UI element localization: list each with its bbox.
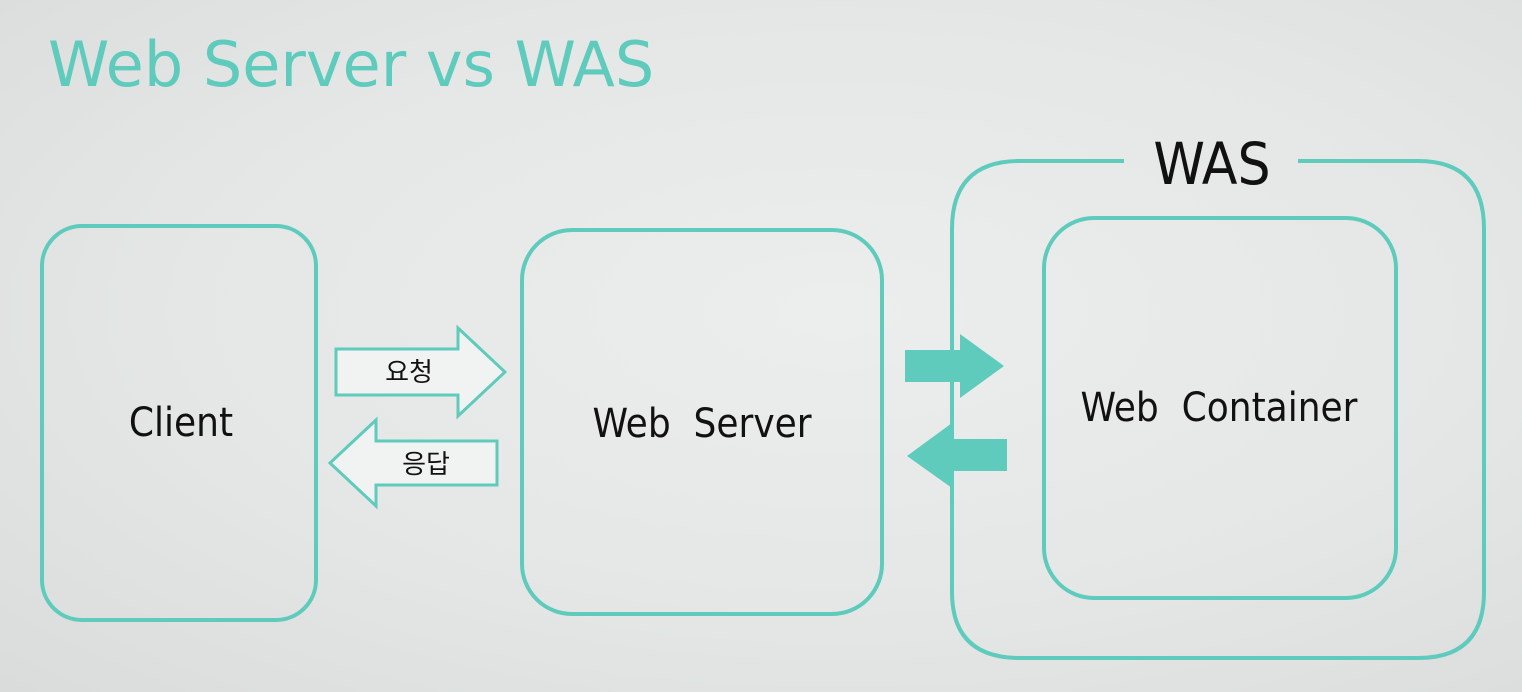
web-container-box — [1042, 216, 1398, 600]
slide-title: Web Server vs WAS — [48, 28, 655, 101]
request-arrow — [334, 324, 508, 420]
request-label: 요청 — [385, 358, 433, 388]
was-box — [950, 159, 1486, 660]
forward-arrow — [905, 334, 1004, 398]
web-server-label: Web Server — [592, 401, 811, 447]
web-server-box — [520, 228, 884, 616]
web-container-label: Web Container — [1081, 385, 1358, 431]
was-label: WAS — [1153, 130, 1270, 198]
backward-arrow — [907, 423, 1007, 488]
response-label: 응답 — [402, 450, 450, 480]
client-label: Client — [129, 400, 233, 446]
client-box — [40, 224, 318, 622]
response-arrow — [327, 416, 499, 510]
